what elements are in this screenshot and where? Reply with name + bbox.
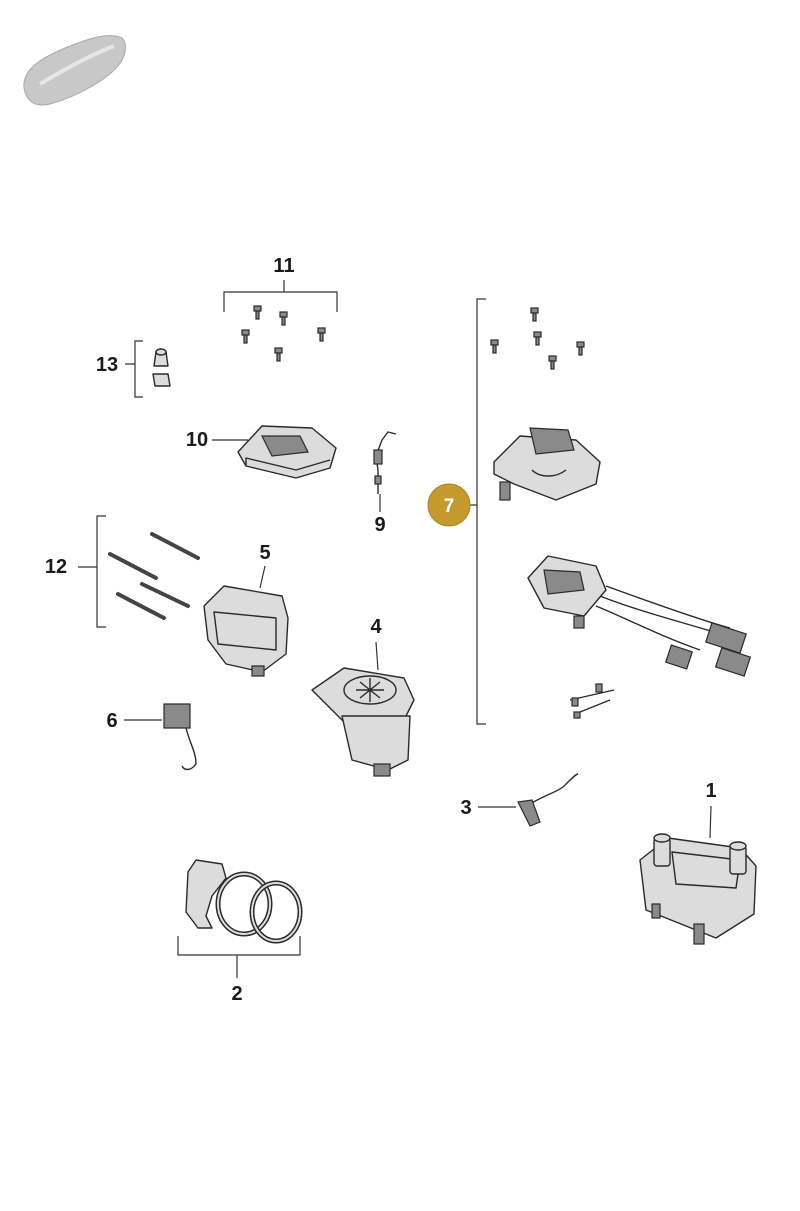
blower-part-4[interactable] (311, 667, 415, 777)
callout-12-label: 12 (45, 556, 67, 578)
callout-4[interactable]: 4 (370, 616, 382, 671)
clips-part-13[interactable] (152, 348, 171, 387)
sensor-part-3[interactable] (517, 773, 579, 827)
callout-3[interactable]: 3 (460, 797, 516, 819)
sensor-part-9[interactable] (373, 431, 397, 494)
callout-10[interactable]: 10 (186, 429, 248, 451)
callout-7-bracket (467, 298, 486, 725)
wiring-harness-part-7[interactable] (527, 555, 752, 677)
callout-2[interactable]: 2 (177, 936, 301, 1005)
callout-5-label: 5 (259, 542, 270, 564)
heater-part-1[interactable] (639, 833, 757, 945)
callout-10-label: 10 (186, 429, 208, 451)
housing-part-5[interactable] (203, 585, 289, 677)
screws-part-7[interactable] (490, 307, 585, 370)
callout-13-label: 13 (96, 354, 118, 376)
callout-1[interactable]: 1 (705, 780, 717, 839)
callout-1-label: 1 (705, 780, 716, 802)
gaskets-part-2[interactable] (185, 859, 303, 944)
bolts-part-12[interactable] (108, 532, 200, 620)
callout-13[interactable]: 13 (96, 340, 143, 398)
control-module-part-7[interactable] (493, 427, 601, 501)
callout-4-label: 4 (370, 616, 382, 638)
callout-3-label: 3 (460, 797, 471, 819)
callout-11[interactable]: 11 (223, 255, 338, 312)
callout-9[interactable]: 9 (374, 494, 386, 536)
callout-6[interactable]: 6 (106, 710, 162, 732)
callout-11-label: 11 (273, 255, 294, 277)
screws-part-11[interactable] (241, 305, 326, 362)
clip-part-7[interactable] (569, 683, 615, 719)
callout-9-label: 9 (374, 514, 385, 536)
callout-12[interactable]: 12 (45, 515, 106, 628)
callout-2-label: 2 (231, 983, 242, 1005)
callout-5[interactable]: 5 (259, 542, 271, 589)
car-silhouette-icon[interactable] (23, 35, 126, 106)
callout-7-label: 7 (444, 496, 455, 517)
control-unit-part-10[interactable] (237, 425, 337, 479)
connector-part-6[interactable] (163, 703, 197, 771)
callout-7[interactable]: 7 (427, 483, 471, 527)
callout-6-label: 6 (106, 710, 117, 732)
